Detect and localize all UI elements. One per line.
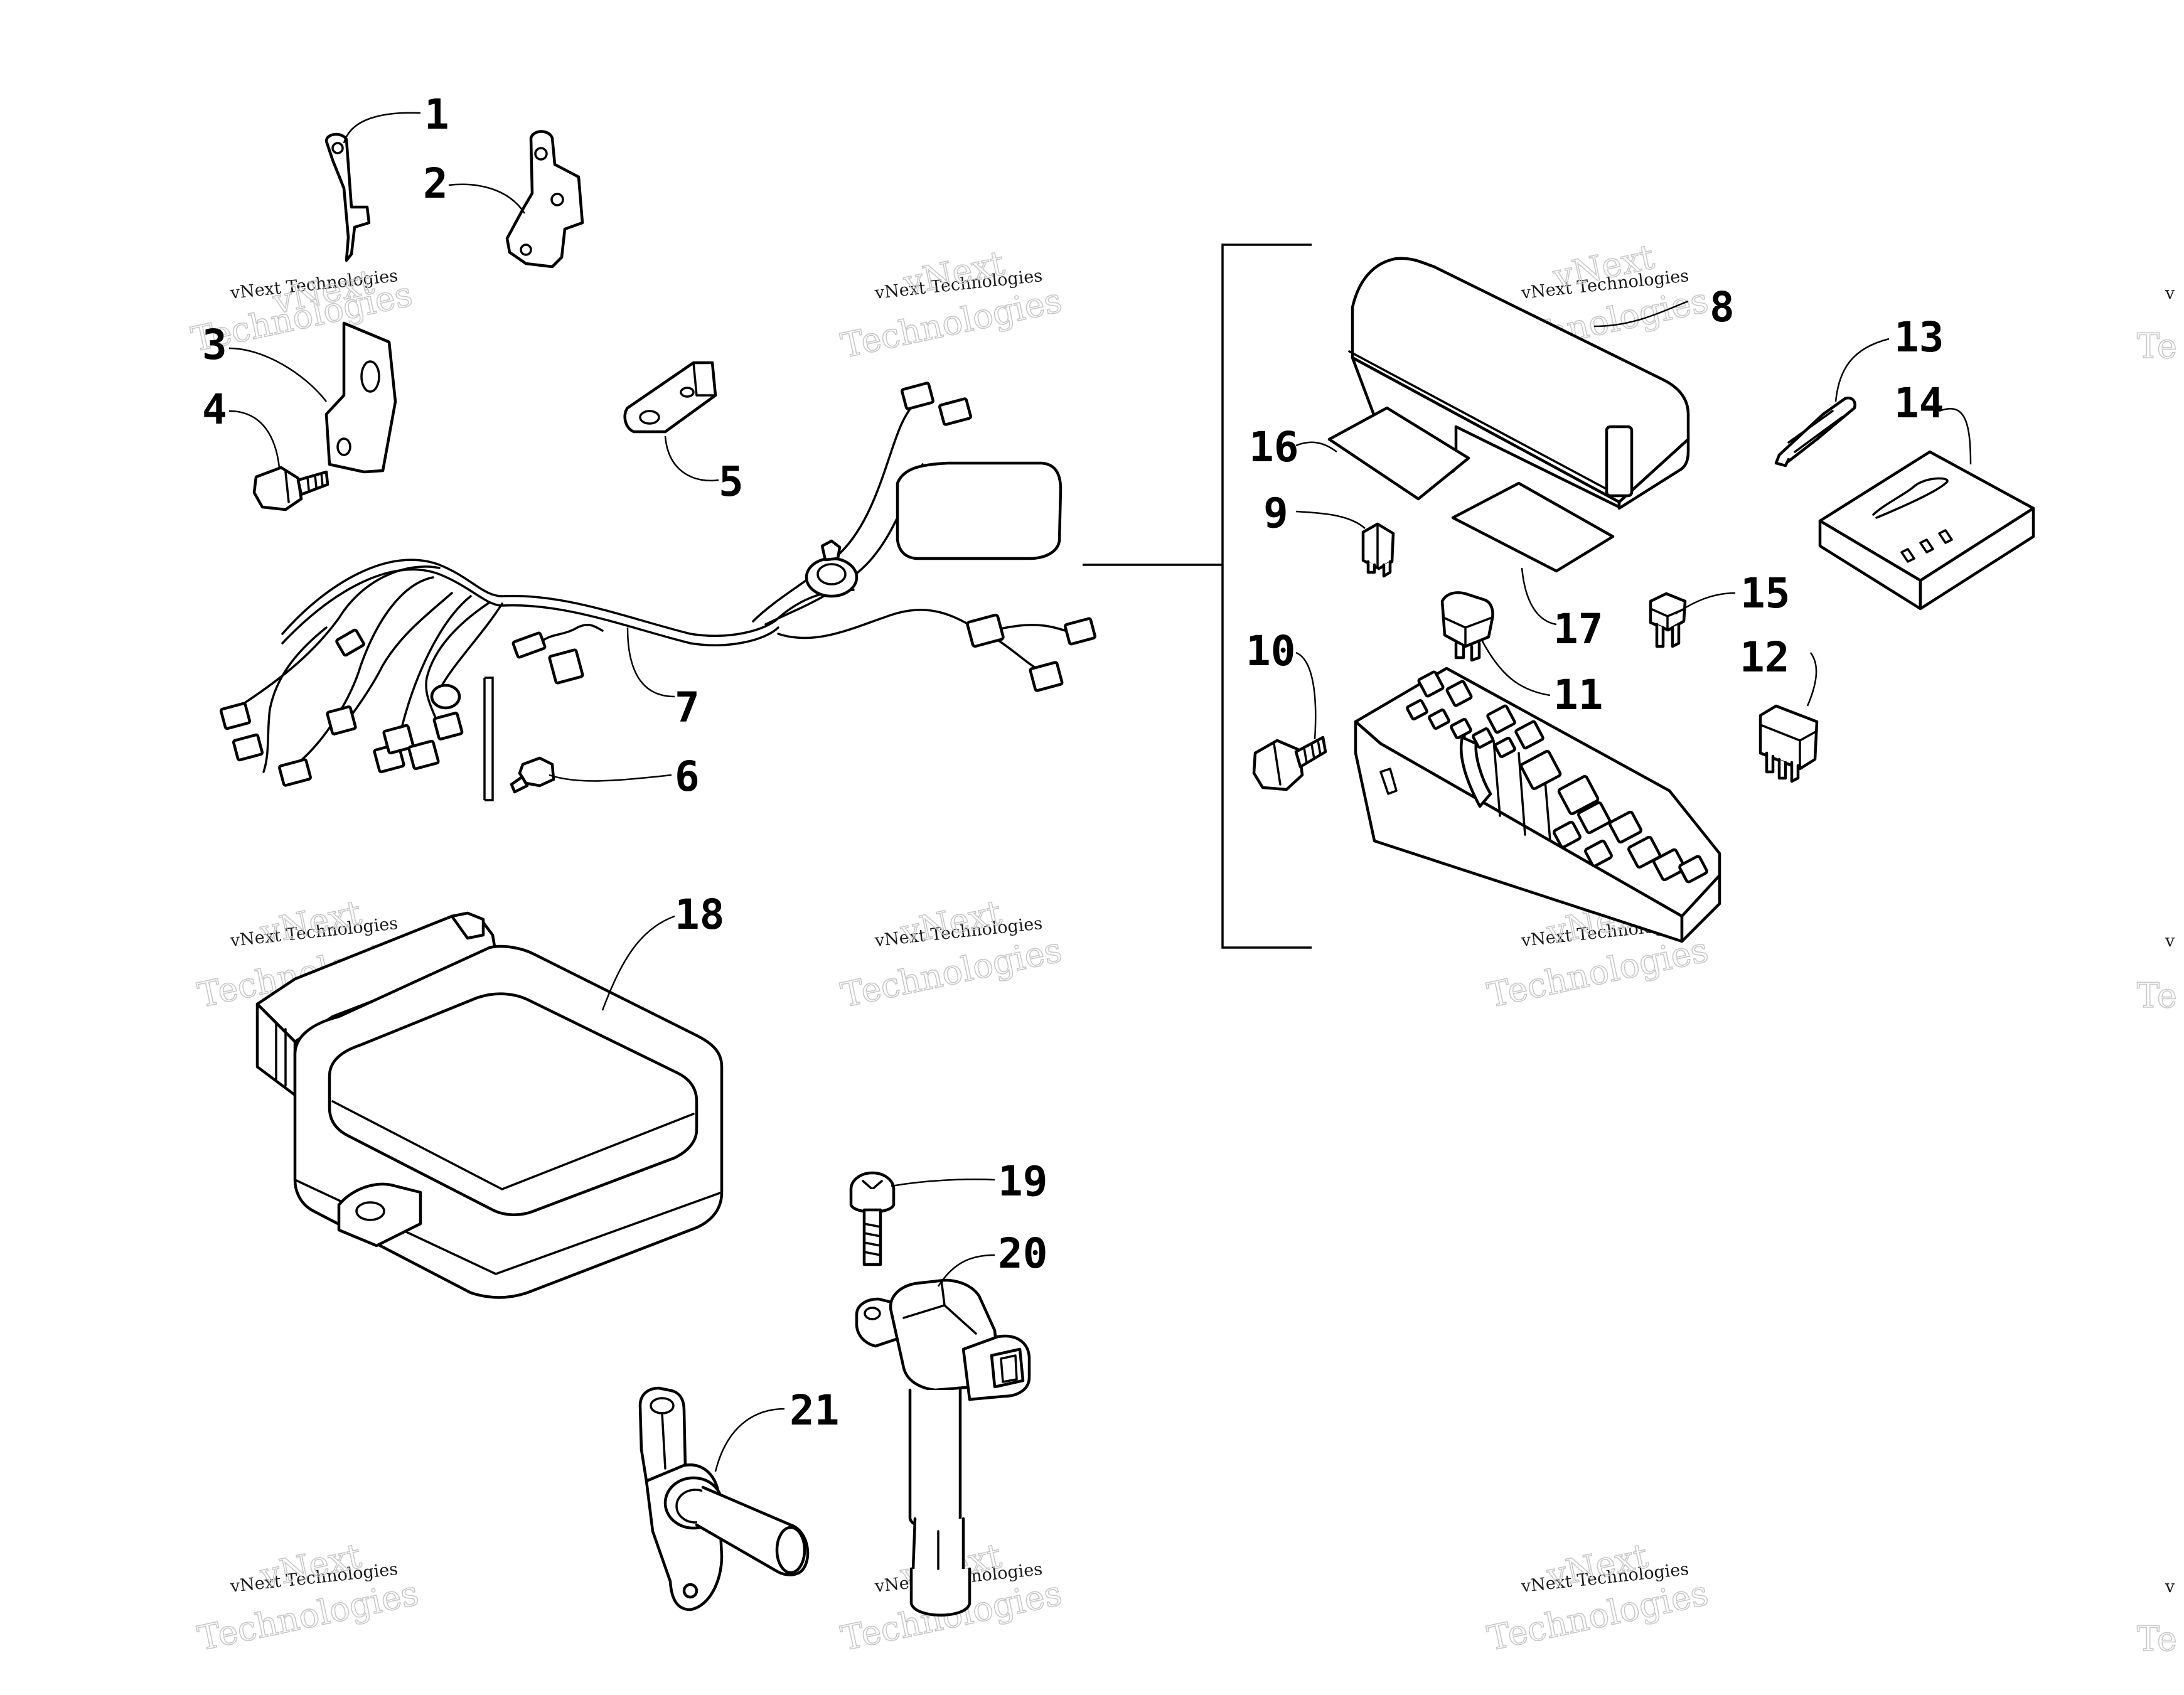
- svg-text:11: 11: [1553, 671, 1603, 719]
- part-7-wiring-harness: 7: [219, 382, 1097, 787]
- part-21-sensor: 21: [638, 1386, 839, 1612]
- part-6-screw: 6: [510, 752, 700, 801]
- svg-text:6: 6: [675, 752, 700, 801]
- watermark: vNext Technologies Technologies vNext: [1484, 1536, 1712, 1659]
- part-11-relay: 11: [1440, 591, 1603, 719]
- svg-text:17: 17: [1553, 605, 1603, 653]
- svg-text:13: 13: [1894, 313, 1944, 361]
- svg-text:v: v: [2165, 931, 2175, 951]
- svg-text:8: 8: [1710, 283, 1735, 331]
- svg-text:2: 2: [423, 159, 448, 208]
- svg-text:3: 3: [202, 321, 227, 369]
- svg-text:14: 14: [1894, 379, 1944, 427]
- svg-text:20: 20: [998, 1229, 1047, 1278]
- part-1-bracket: 1: [324, 90, 449, 262]
- part-3-bracket: 3: [202, 321, 397, 474]
- watermark: vNext Technologies Technologies vNext: [837, 243, 1066, 366]
- watermark: vNext Technologies Technologies vNext: [837, 892, 1066, 1016]
- svg-text:v: v: [2165, 1577, 2175, 1596]
- part-18-ecu: 18: [255, 890, 724, 1299]
- svg-text:5: 5: [719, 457, 744, 506]
- svg-text:v: v: [2165, 284, 2175, 303]
- svg-text:21: 21: [790, 1386, 839, 1435]
- svg-text:16: 16: [1249, 423, 1298, 471]
- part-14-fuse-tray: 14: [1818, 379, 2035, 611]
- watermark-edge: v Te v Te v Te: [2136, 284, 2177, 1659]
- svg-text:15: 15: [1740, 569, 1790, 618]
- svg-text:10: 10: [1246, 627, 1295, 675]
- part-20-ignition-coil: 20: [855, 1229, 1047, 1617]
- part-15-relay: 15: [1649, 569, 1790, 648]
- part-19-screw: 19: [849, 1157, 1047, 1266]
- svg-text:Te: Te: [2137, 326, 2177, 366]
- part-12-relay: 12: [1740, 633, 1819, 783]
- svg-text:7: 7: [675, 683, 700, 732]
- svg-text:Te: Te: [2137, 1619, 2177, 1659]
- part-2-bracket: 2: [423, 130, 584, 269]
- svg-text:12: 12: [1740, 633, 1789, 682]
- part-17-label: 17: [1451, 481, 1615, 653]
- part-4-bolt: 4: [202, 385, 329, 511]
- part-8-fuse-box-cover: 8: [1348, 257, 1735, 510]
- fuse-relay-box-body: [1354, 666, 1721, 943]
- watermark: vNext Technologies Technologies vNext: [194, 1536, 422, 1659]
- part-9-fuse: 9: [1263, 489, 1395, 578]
- svg-text:9: 9: [1263, 489, 1288, 537]
- svg-text:19: 19: [998, 1157, 1047, 1206]
- svg-text:4: 4: [202, 385, 227, 434]
- svg-text:Te: Te: [2137, 976, 2177, 1015]
- part-10-bolt: 10: [1246, 627, 1327, 791]
- assembly-bracket: [1221, 243, 1312, 949]
- part-13-fuse-puller: 13: [1774, 313, 1944, 468]
- part-5-plate: 5: [623, 361, 744, 506]
- part-16-label: 16: [1249, 406, 1470, 501]
- bracket-part-6: [483, 676, 494, 801]
- svg-text:18: 18: [675, 890, 724, 939]
- svg-text:1: 1: [424, 90, 449, 139]
- svg-text:vNext: vNext: [897, 892, 1005, 953]
